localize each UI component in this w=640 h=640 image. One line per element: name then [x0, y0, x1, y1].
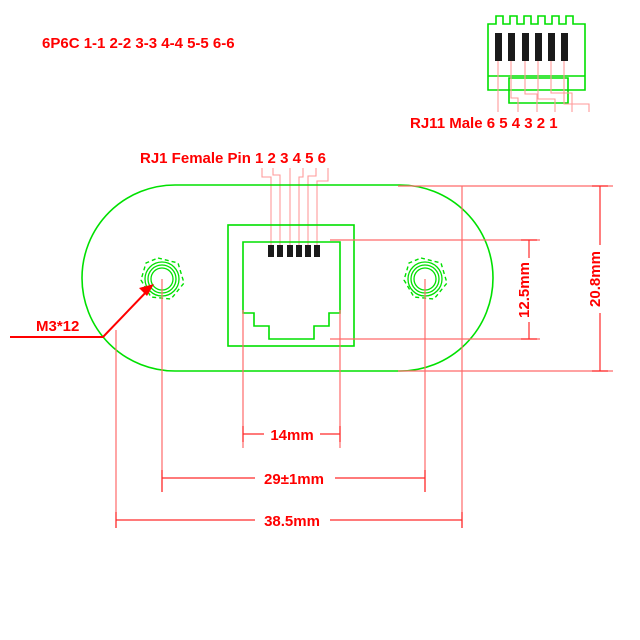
jack-contact-6: [314, 245, 320, 257]
male-contact-6: [561, 33, 568, 61]
faceplate-outline: [81, 184, 494, 372]
dim-14-label: 14mm: [270, 427, 313, 444]
screw-left-hex-outline: [140, 257, 185, 300]
male-latch-outline: [508, 77, 569, 104]
male-pin-leader-1: [563, 61, 590, 112]
dim-12-5-label: 12.5mm: [516, 262, 533, 318]
female-pin-leader-2: [272, 168, 281, 247]
male-contact-3: [548, 33, 555, 61]
male-pin-leader-2: [550, 61, 573, 112]
rj11-male-connector: RJ11 Male 6 5 4 3 2 1: [410, 15, 590, 132]
dim-20-8-text-mask: [592, 245, 609, 313]
m3-leader-line: [10, 287, 151, 338]
male-body-outline: [487, 15, 586, 91]
female-pin-leader-1: [261, 168, 272, 247]
jack-contact-5: [305, 245, 311, 257]
female-pin-leader-4: [298, 168, 304, 247]
dimension-20-8mm: 20.8mm: [587, 185, 609, 372]
rj11-male-label: RJ11 Male 6 5 4 3 2 1: [410, 115, 558, 132]
dim-38-5-label: 38.5mm: [264, 513, 320, 530]
rj11-female-pin-callouts: RJ1 Female Pin 1 2 3 4 5 6: [140, 150, 329, 247]
rj1-female-label: RJ1 Female Pin 1 2 3 4 5 6: [140, 150, 326, 167]
rj11-female-jack: [227, 224, 355, 347]
jack-contact-4: [296, 245, 302, 257]
dim-20-8-label: 20.8mm: [587, 251, 604, 307]
screw-callout: M3*12: [10, 284, 154, 338]
horizontal-extension-lines: [115, 186, 463, 528]
vertical-extension-lines: [330, 185, 613, 372]
jack-contact-1: [268, 245, 274, 257]
dimension-12-5mm: 12.5mm: [516, 239, 538, 340]
dim-14-text-mask: [264, 424, 320, 443]
male-contact-4: [508, 33, 515, 61]
screw-right-hex-outline: [403, 257, 448, 300]
female-pin-leader-5: [307, 168, 317, 247]
female-pin-leader-6: [316, 168, 329, 247]
wiring-note-label: 6P6C 1-1 2-2 3-3 4-4 5-5 6-6: [42, 35, 235, 52]
male-pin-leader-3: [537, 61, 556, 112]
jack-contact-2: [277, 245, 283, 257]
dim-12-5-text-mask: [521, 258, 538, 322]
male-pin-leader-5: [510, 61, 519, 112]
dim-29-label: 29±1mm: [264, 471, 324, 488]
male-pin-leader-4: [524, 61, 538, 112]
male-contact-5: [495, 33, 502, 61]
m3-screw-label: M3*12: [36, 318, 79, 335]
dimension-14mm: 14mm: [242, 424, 341, 444]
male-contact-1: [522, 33, 529, 61]
dimension-38-5mm: 38.5mm: [115, 510, 463, 530]
jack-bezel: [227, 224, 355, 347]
m3-leader-arrowhead: [139, 284, 154, 296]
jack-contact-3: [287, 245, 293, 257]
dim-29-text-mask: [255, 468, 335, 487]
male-contact-2: [535, 33, 542, 61]
dim-38-5-text-mask: [255, 510, 330, 529]
faceplate-outline-group: [81, 184, 494, 372]
dimension-29mm: 29±1mm: [161, 468, 426, 492]
